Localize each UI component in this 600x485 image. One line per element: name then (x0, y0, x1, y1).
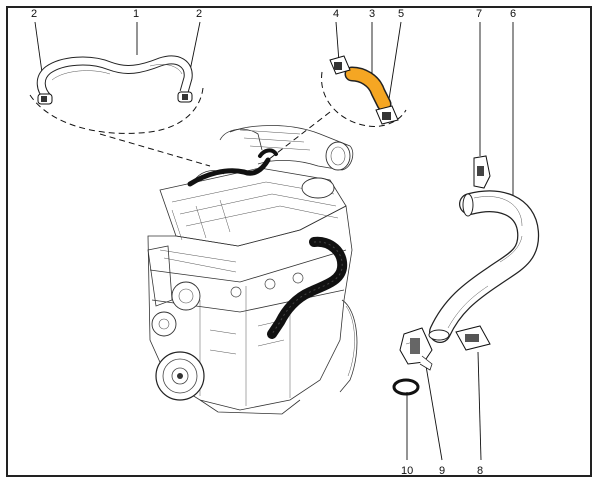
part-2-clamp-left (37, 93, 53, 105)
group-3-dashed-bracket (321, 71, 407, 127)
diagram-frame (6, 6, 592, 477)
callout-leaders (34, 21, 514, 461)
group-1-dashed-bracket (29, 87, 204, 134)
part-9-housing (399, 327, 433, 371)
group-1-dashed-pointer (99, 133, 211, 167)
callout-numbers: 2 1 2 4 3 5 7 6 10 9 8 (31, 8, 516, 477)
callout-5: 5 (398, 8, 404, 20)
part-2-clamp-right (177, 91, 193, 103)
callout-2b: 2 (196, 8, 202, 20)
part-3-coolant-hose-highlighted (344, 66, 392, 112)
callout-3: 3 (369, 8, 375, 20)
group-3-dashed-pointer (267, 111, 331, 161)
part-7-clip (473, 155, 491, 189)
part-5-clamp (375, 105, 399, 125)
callout-6: 6 (510, 8, 516, 20)
part-4-clamp (329, 55, 351, 75)
engine-block-illustration (147, 125, 358, 415)
callout-1: 1 (133, 8, 139, 20)
callout-9: 9 (439, 465, 445, 477)
part-10-o-ring (392, 378, 420, 396)
callout-2a: 2 (31, 8, 37, 20)
callout-4: 4 (333, 8, 339, 20)
part-8-clamp (455, 325, 491, 351)
callout-10: 10 (401, 465, 413, 477)
part-1-breather-hose (36, 55, 193, 102)
callout-7: 7 (476, 8, 482, 20)
callout-8: 8 (477, 465, 483, 477)
part-6-coolant-hose (428, 190, 540, 343)
